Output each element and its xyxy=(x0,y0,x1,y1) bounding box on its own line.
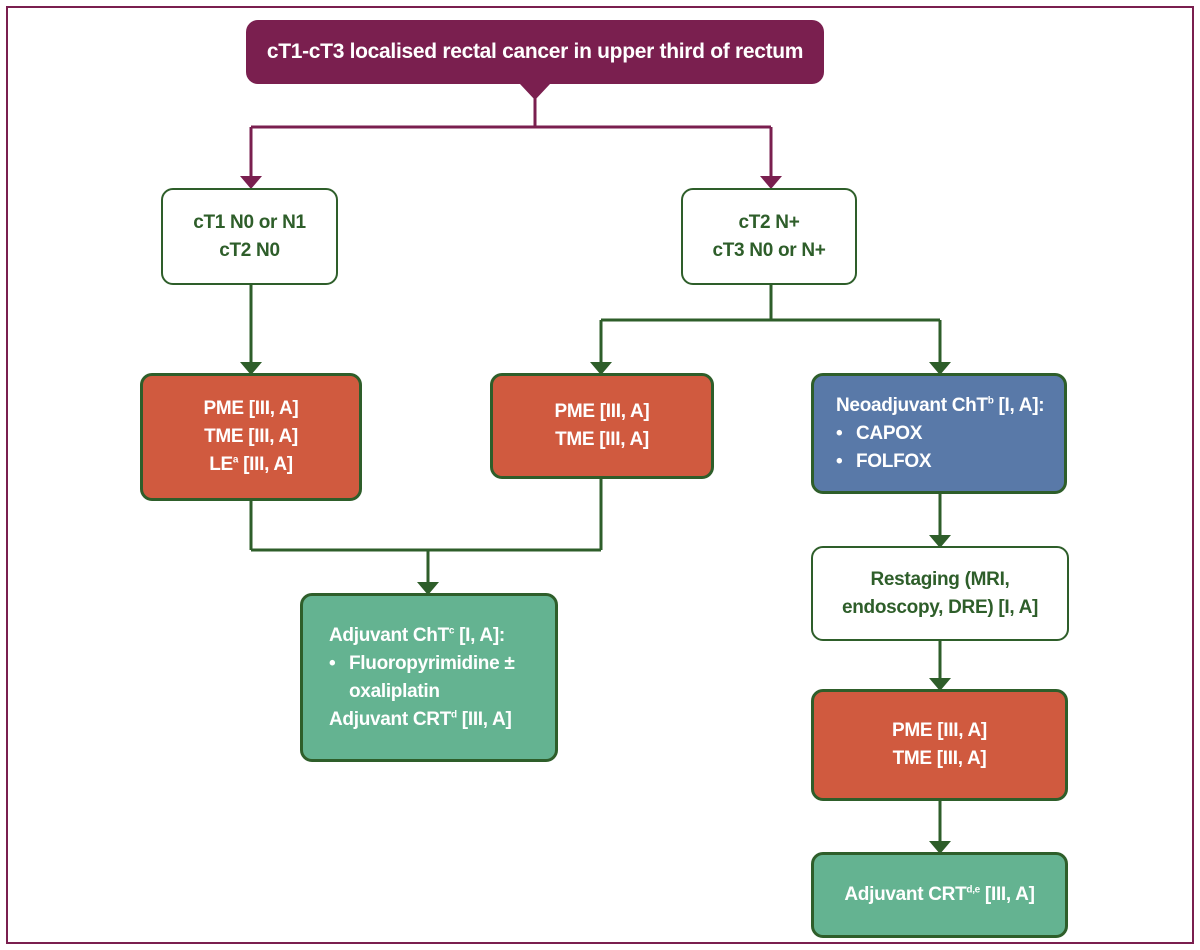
stage-left-line2: cT2 N0 xyxy=(219,239,280,261)
footnote-de: d,e xyxy=(966,884,980,896)
neoadjuvant-grade: [I, A]: xyxy=(993,394,1045,416)
restaging-line1: Restaging (MRI, xyxy=(870,568,1010,590)
surgery-right-line1: PME [III, A] xyxy=(892,720,987,741)
title-notch xyxy=(520,84,550,100)
arrowhead-adjuvant xyxy=(417,582,439,595)
surgery-left-le: LE xyxy=(209,454,233,475)
arrowhead-surgery-mid xyxy=(590,362,612,375)
diagram-frame xyxy=(6,6,1194,944)
adjuvant-grade: [I, A]: xyxy=(454,624,505,646)
stage-right-line1: cT2 N+ xyxy=(738,211,800,233)
neoadjuvant-heading-text: Neoadjuvant ChT xyxy=(836,394,988,416)
surgery-left-line3: LEa [III, A] xyxy=(209,451,293,479)
adjuvant-item-fluoropyrimidine: Fluoropyrimidine ± xyxy=(329,650,515,678)
footnote-c: c xyxy=(448,625,455,637)
restaging-box: Restaging (MRI, endoscopy, DRE) [I, A] xyxy=(811,546,1069,641)
neoadjuvant-item-capox: CAPOX xyxy=(836,420,922,448)
surgery-mid-line1: PME [III, A] xyxy=(554,401,650,422)
arrowhead-restaging xyxy=(929,535,951,548)
surgery-box-middle: PME [III, A] TME [III, A] xyxy=(490,373,714,479)
neoadjuvant-box: Neoadjuvant ChTb [I, A]: CAPOX FOLFOX xyxy=(811,373,1067,494)
adjuvant-heading: Adjuvant ChTc [I, A]: xyxy=(329,622,505,650)
arrowhead-final-crt xyxy=(929,841,951,854)
surgery-left-le-grade: [III, A] xyxy=(238,454,293,475)
surgery-box-right: PME [III, A] TME [III, A] xyxy=(811,689,1068,801)
arrowhead-neoadjuvant xyxy=(929,362,951,375)
neoadjuvant-heading: Neoadjuvant ChTb [I, A]: xyxy=(836,392,1045,420)
title-text: cT1-cT3 localised rectal cancer in upper… xyxy=(266,40,804,63)
adjuvant-item-oxaliplatin: oxaliplatin xyxy=(349,680,440,702)
final-adjuvant-crt-box: Adjuvant CRTd,e [III, A] xyxy=(811,852,1068,938)
final-crt-text: Adjuvant CRT xyxy=(844,884,967,905)
adjuvant-heading-text: Adjuvant ChT xyxy=(329,624,449,646)
stage-box-left: cT1 N0 or N1 cT2 N0 xyxy=(161,188,338,285)
stage-left-line1: cT1 N0 or N1 xyxy=(193,211,306,233)
restaging-line2: endoscopy, DRE) [I, A] xyxy=(841,596,1039,618)
footnote-a: a xyxy=(232,454,239,466)
adjuvant-crt-line: Adjuvant CRTd [III, A] xyxy=(329,706,512,734)
title-box: cT1-cT3 localised rectal cancer in upper… xyxy=(246,20,824,84)
adjuvant-crt-text: Adjuvant CRT xyxy=(329,708,452,730)
arrowhead-surgery-right xyxy=(929,678,951,691)
final-crt-line: Adjuvant CRTd,e [III, A] xyxy=(844,881,1035,909)
stage-box-right: cT2 N+ cT3 N0 or N+ xyxy=(681,188,857,285)
stage-right-line2: cT3 N0 or N+ xyxy=(712,239,826,261)
title-split-connector xyxy=(249,98,773,178)
footnote-d: d xyxy=(451,709,457,721)
adjuvant-crt-grade: [III, A] xyxy=(456,708,512,730)
surgery-right-line2: TME [III, A] xyxy=(892,748,987,769)
final-crt-grade: [III, A] xyxy=(979,884,1035,905)
surgery-left-line1: PME [III, A] xyxy=(203,398,299,419)
footnote-b: b xyxy=(987,395,994,407)
surgery-box-left: PME [III, A] TME [III, A] LEa [III, A] xyxy=(140,373,362,501)
surgery-mid-line2: TME [III, A] xyxy=(555,429,649,450)
green-connectors xyxy=(249,285,942,843)
neoadjuvant-item-folfox: FOLFOX xyxy=(836,448,932,476)
surgery-left-line2: TME [III, A] xyxy=(204,426,298,447)
arrowhead-left-stage xyxy=(240,176,262,189)
arrowhead-surgery-left xyxy=(240,362,262,375)
arrowhead-right-stage xyxy=(760,176,782,189)
adjuvant-chemo-box: Adjuvant ChTc [I, A]: Fluoropyrimidine ±… xyxy=(300,593,558,762)
